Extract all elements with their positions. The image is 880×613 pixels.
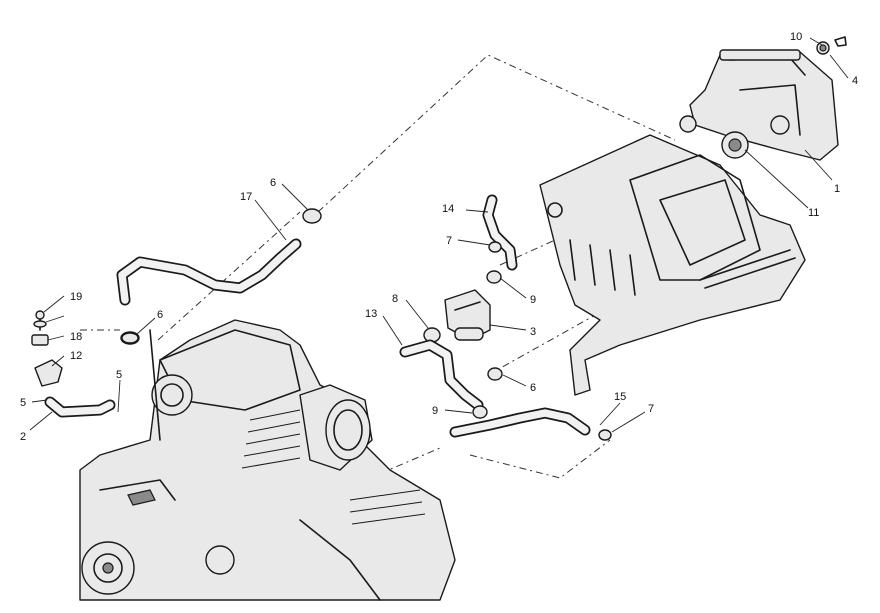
callout-9-bottom: 9 [432, 405, 438, 417]
callout-14: 14 [442, 203, 454, 215]
callout-3: 3 [530, 326, 536, 338]
callout-6-mid: 6 [530, 382, 536, 394]
callout-16: 17 [240, 191, 252, 203]
hose-15 [449, 407, 612, 441]
hose-14 [482, 194, 518, 284]
callout-6-left: 6 [157, 309, 163, 321]
callout-5-mid: 5 [116, 369, 122, 381]
hose-2 [31, 310, 139, 418]
callout-labels: 10 4 1 11 6 17 14 7 9 3 8 13 6 9 15 7 6 … [20, 31, 858, 443]
callout-12: 12 [70, 350, 82, 362]
callout-11: 11 [808, 207, 819, 219]
airbox-cover [539, 134, 806, 396]
hose-16 [116, 208, 322, 345]
hose-13 [399, 339, 503, 419]
callout-15: 15 [614, 391, 626, 403]
valve-body-assembly [679, 36, 847, 161]
callout-6-top: 6 [270, 177, 276, 189]
callout-18: 19 [70, 291, 82, 303]
callout-2: 2 [20, 431, 26, 443]
callout-1: 1 [834, 183, 840, 195]
callout-5-left: 5 [20, 397, 26, 409]
callout-8: 8 [392, 293, 398, 305]
callout-17: 18 [70, 331, 82, 343]
callout-4: 4 [852, 75, 858, 87]
engine-block [79, 319, 456, 601]
callout-7-right: 7 [648, 403, 654, 415]
callout-10: 10 [790, 31, 802, 43]
reed-valve-block [423, 289, 491, 343]
callout-13: 13 [365, 308, 377, 320]
callout-leaders [29, 37, 849, 433]
callout-9-top: 9 [530, 294, 536, 306]
callout-7-mid: 7 [446, 235, 452, 247]
